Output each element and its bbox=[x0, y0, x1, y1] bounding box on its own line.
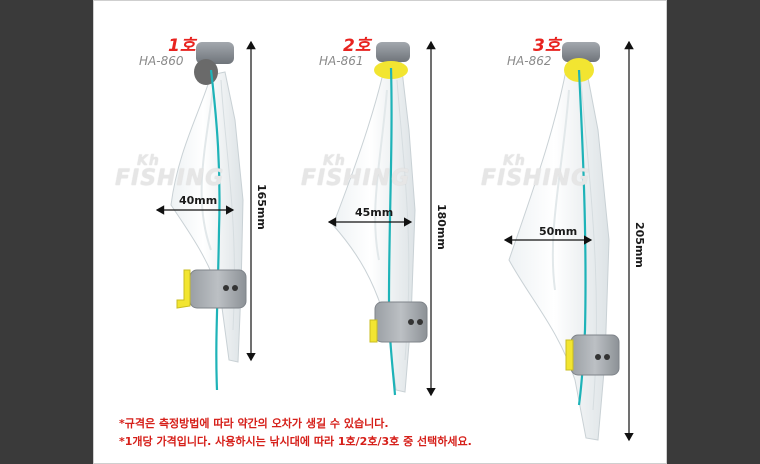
watermark-2: Kh FISHING bbox=[301, 153, 411, 191]
product-3-width-label: 50mm bbox=[539, 225, 578, 238]
product-1-float bbox=[170, 42, 247, 391]
product-3-float bbox=[508, 42, 620, 441]
product-1-width-label: 40mm bbox=[179, 194, 218, 207]
product-3-model-label: HA-862 bbox=[507, 54, 552, 68]
product-2-height-label: 180mm bbox=[435, 204, 448, 250]
product-1-cap bbox=[196, 42, 234, 64]
product-2-size-label: 2호 bbox=[343, 36, 371, 56]
watermark-1: Kh FISHING bbox=[115, 153, 225, 191]
product-3-size-label: 3호 bbox=[533, 36, 561, 56]
product-2-float bbox=[332, 42, 428, 396]
product-panel: Kh FISHING Kh FISHING Kh FISHING 1호 HA-8… bbox=[93, 0, 667, 464]
product-1-size-label: 1호 bbox=[168, 36, 196, 56]
product-illustration bbox=[155, 40, 634, 442]
note-price-per-unit: *1개당 가격입니다. 사용하시는 낚시대에 따라 1호/2호/3호 중 선택하… bbox=[119, 435, 472, 448]
product-3-height-label: 205mm bbox=[633, 222, 646, 268]
product-1-height-label: 165mm bbox=[255, 184, 268, 230]
product-1-weight bbox=[194, 59, 218, 85]
product-2-model-label: HA-861 bbox=[319, 54, 364, 68]
product-3-cap bbox=[562, 42, 600, 62]
product-1-model-label: HA-860 bbox=[139, 54, 184, 68]
watermark-3: Kh FISHING bbox=[481, 153, 591, 191]
product-2-cap bbox=[376, 42, 410, 62]
product-3-clip bbox=[570, 334, 620, 376]
product-2-width-label: 45mm bbox=[355, 206, 394, 219]
note-measurement-error: *규격은 측정방법에 따라 약간의 오차가 생길 수 있습니다. bbox=[119, 417, 389, 430]
